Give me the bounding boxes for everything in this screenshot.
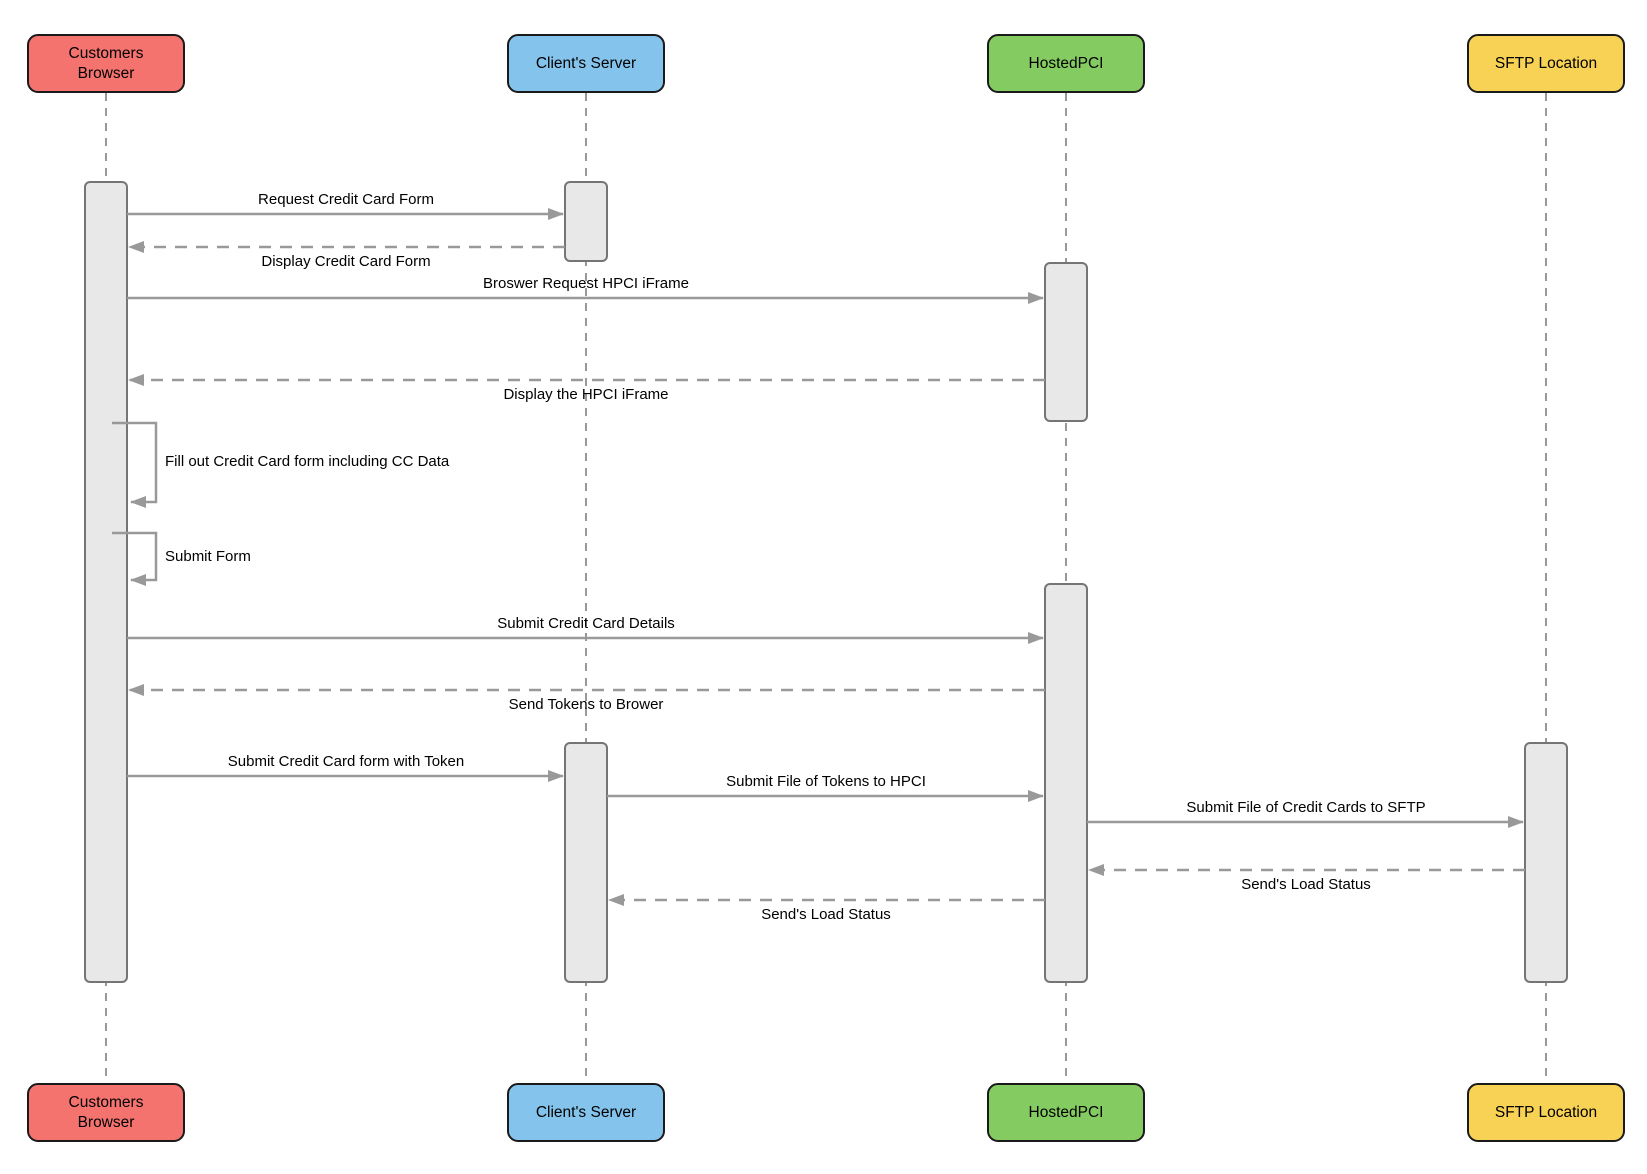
- message-label: Submit Credit Card form with Token: [227, 753, 465, 770]
- message-label: Display Credit Card Form: [261, 253, 431, 270]
- message-label: Send Tokens to Brower: [508, 696, 664, 713]
- message-label: Display the HPCI iFrame: [503, 386, 669, 403]
- actor-clients-server-top: Client's Server: [507, 34, 665, 93]
- activation-bar-clients-server-1: [564, 181, 608, 262]
- message-label: Submit Form: [165, 548, 251, 565]
- actor-clients-server-bottom: Client's Server: [507, 1083, 665, 1142]
- activation-bar-clients-server-2: [564, 742, 608, 983]
- message-label: Send's Load Status: [761, 906, 891, 923]
- actor-sftp-location-top: SFTP Location: [1467, 34, 1625, 93]
- actor-hostedpci-top: HostedPCI: [987, 34, 1145, 93]
- message-label: Broswer Request HPCI iFrame: [483, 275, 689, 292]
- self-loop-submit-form: [112, 531, 158, 586]
- message-label: Request Credit Card Form: [258, 191, 434, 208]
- message-label: Submit Credit Card Details: [497, 615, 675, 632]
- activation-bar-sftp-location: [1524, 742, 1568, 983]
- self-loop-fill-credit-card-form: [112, 421, 158, 508]
- actor-customers-browser-bottom: Customers Browser: [27, 1083, 185, 1142]
- message-label: Send's Load Status: [1241, 876, 1371, 893]
- message-label: Fill out Credit Card form including CC D…: [165, 453, 450, 470]
- activation-bar-hostedpci-1: [1044, 262, 1088, 422]
- actor-customers-browser-top: Customers Browser: [27, 34, 185, 93]
- activation-bar-hostedpci-2: [1044, 583, 1088, 983]
- actor-sftp-location-bottom: SFTP Location: [1467, 1083, 1625, 1142]
- message-label: Submit File of Credit Cards to SFTP: [1186, 799, 1426, 816]
- message-label: Submit File of Tokens to HPCI: [726, 773, 926, 790]
- actor-hostedpci-bottom: HostedPCI: [987, 1083, 1145, 1142]
- activation-bar-customers-browser: [84, 181, 128, 983]
